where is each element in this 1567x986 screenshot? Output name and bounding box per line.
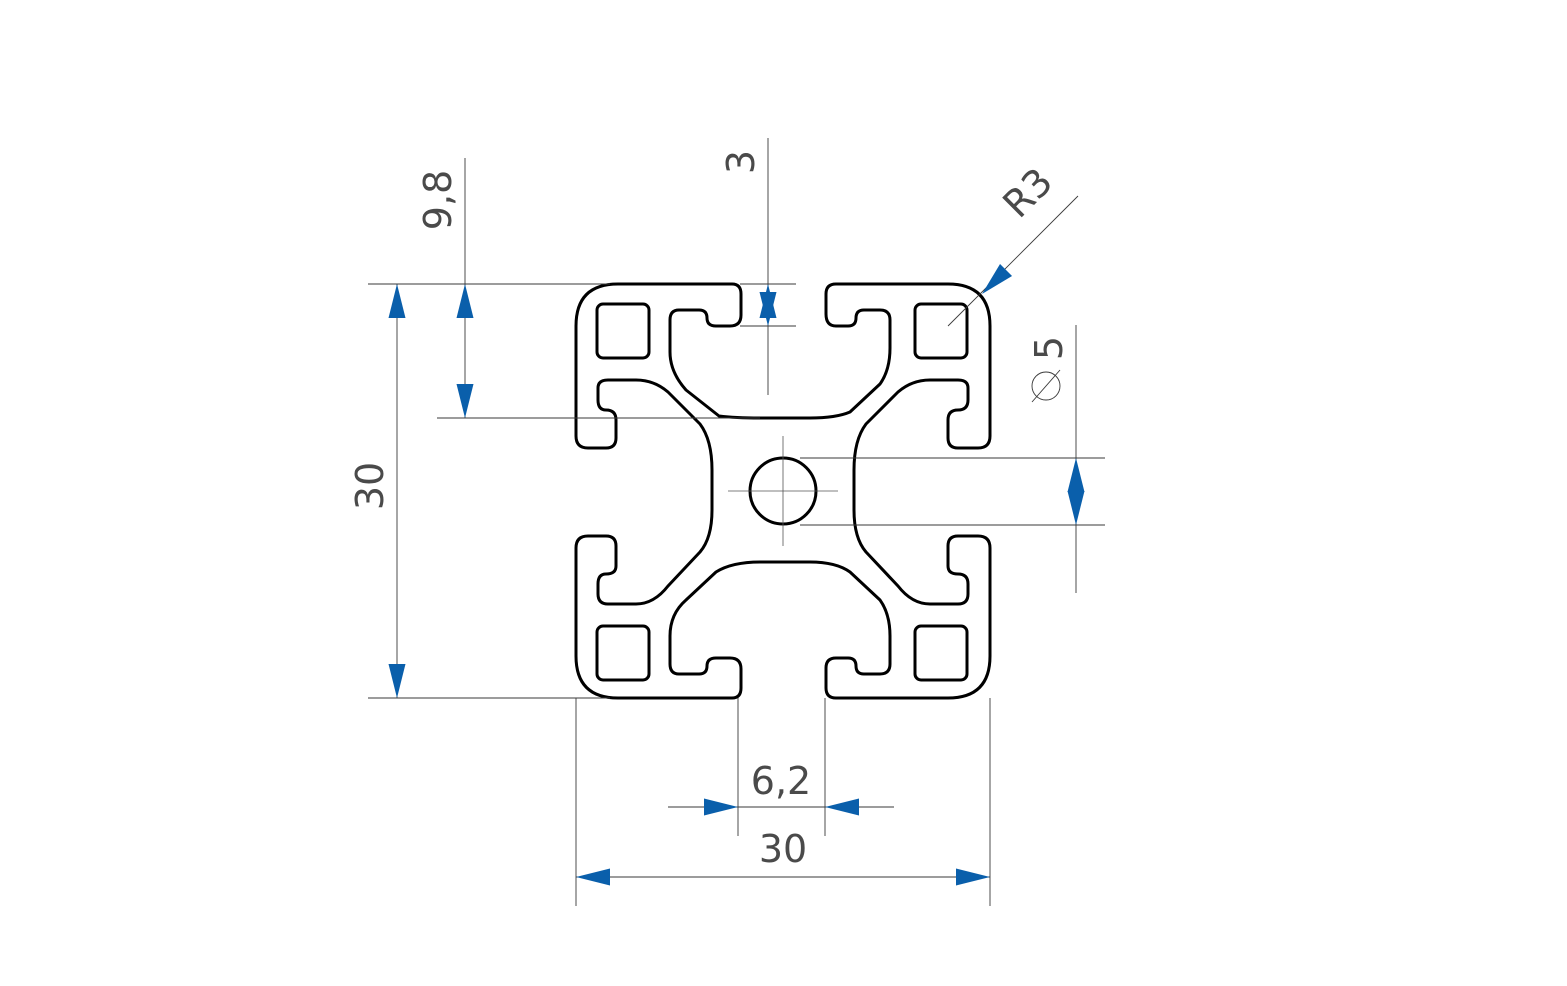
slot-depth-dimension-label: 9,8 <box>416 170 460 230</box>
dimension-arrows <box>388 263 1085 886</box>
wall-thickness-dimension-label: 3 <box>719 150 763 174</box>
dimension-arrowhead <box>388 664 406 698</box>
dimension-arrowhead <box>704 798 738 816</box>
dimension-arrowhead <box>456 284 474 318</box>
dimension-arrowhead <box>576 868 610 886</box>
dimension-arrowhead <box>1067 491 1085 525</box>
profile-outline <box>574 282 992 700</box>
center-mark <box>728 436 838 546</box>
slot-width-dimension-label: 6,2 <box>751 759 811 803</box>
dimension-arrowhead <box>759 292 777 326</box>
width-dimension-label: 30 <box>759 827 807 871</box>
dimension-arrowhead <box>388 284 406 318</box>
radius-arrowhead <box>982 263 1013 294</box>
diameter-symbol-icon <box>1031 369 1061 403</box>
dimension-arrowhead <box>1067 458 1085 492</box>
bore-diameter-dimension-label: 5 <box>1027 336 1071 360</box>
dimension-lines <box>368 138 1105 906</box>
dimension-arrowhead <box>456 384 474 418</box>
height-dimension-label: 30 <box>348 462 392 510</box>
corner-radius-label: R3 <box>994 159 1061 226</box>
dimension-arrowhead <box>956 868 990 886</box>
dimension-arrowhead <box>825 798 859 816</box>
